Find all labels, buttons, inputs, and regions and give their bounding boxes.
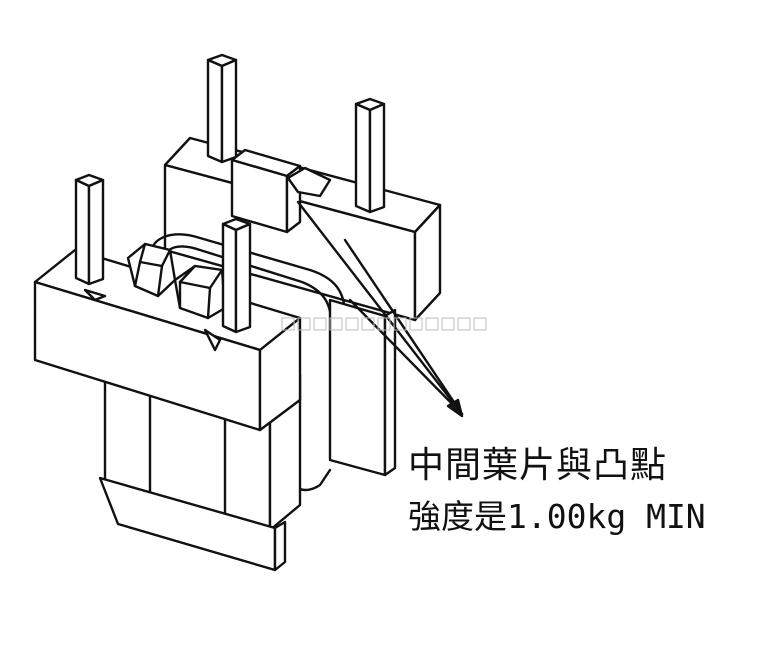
watermark	[281, 317, 487, 331]
rear-pin-right	[354, 97, 386, 214]
center-leaf	[230, 148, 332, 234]
front-pin-right	[221, 217, 252, 334]
bottom-tab	[98, 476, 287, 572]
rear-pin-left	[206, 53, 238, 164]
leader-arrows	[296, 200, 464, 418]
front-bump-left	[126, 242, 177, 298]
annotation-line-2: 強度是1.00kg MIN	[408, 497, 706, 536]
front-pin-left	[74, 173, 105, 286]
annotation-line-1: 中間葉片與凸點	[408, 445, 668, 486]
